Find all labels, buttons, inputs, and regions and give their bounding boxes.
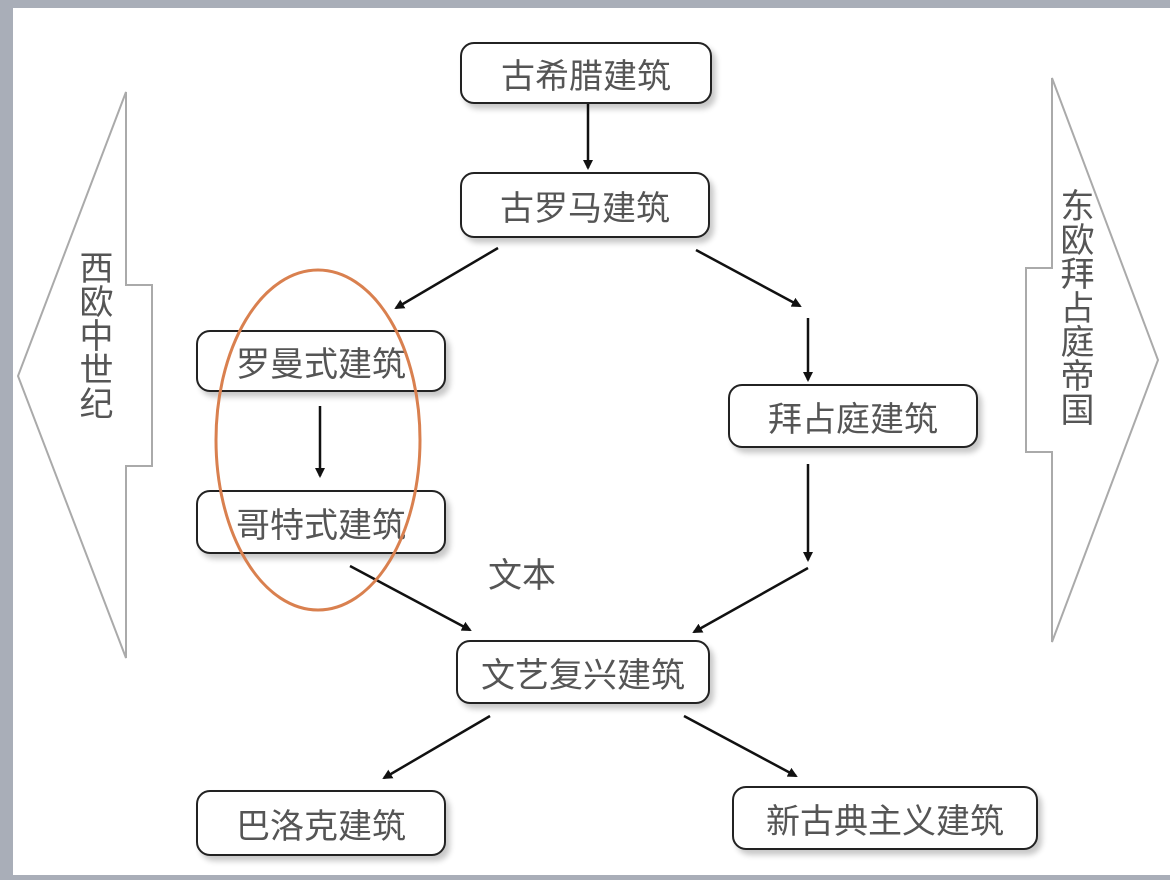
arrow-gothic-renaissance	[349, 564, 472, 632]
node-label: 文艺复兴建筑	[481, 655, 685, 696]
node-byzantine[interactable]: 拜占庭建筑	[728, 384, 978, 448]
arrow-renaissance-baroque	[382, 714, 491, 780]
arrow-roman-east	[695, 248, 802, 308]
node-label: 哥特式建筑	[236, 505, 406, 546]
node-roman[interactable]: 古罗马建筑	[460, 172, 710, 238]
node-greek[interactable]: 古希腊建筑	[460, 42, 712, 104]
node-label: 古罗马建筑	[500, 188, 670, 229]
right-side-arrow	[1025, 77, 1160, 643]
diagram-canvas	[13, 8, 1170, 875]
node-label: 巴洛克建筑	[236, 806, 406, 847]
node-renaissance[interactable]: 文艺复兴建筑	[456, 640, 710, 704]
node-baroque[interactable]: 巴洛克建筑	[196, 790, 446, 856]
left-side-arrow	[16, 91, 153, 659]
side-label-left: 西欧中世纪	[73, 250, 113, 420]
arrow-renaissance-neoclassical	[683, 714, 798, 778]
node-label: 新古典主义建筑	[766, 801, 1004, 842]
arrow-roman-romanesque	[394, 246, 499, 310]
placeholder-text: 文本	[488, 556, 556, 596]
node-label: 拜占庭建筑	[768, 399, 938, 440]
node-label: 古希腊建筑	[501, 56, 671, 97]
node-romanesque[interactable]: 罗曼式建筑	[196, 330, 446, 392]
node-gothic[interactable]: 哥特式建筑	[196, 490, 446, 554]
node-label: 罗曼式建筑	[236, 344, 406, 385]
node-neoclassical[interactable]: 新古典主义建筑	[732, 786, 1038, 850]
arrow-byzantine-renaissance	[692, 566, 809, 634]
side-label-right: 东欧拜占庭帝国	[1054, 188, 1094, 426]
